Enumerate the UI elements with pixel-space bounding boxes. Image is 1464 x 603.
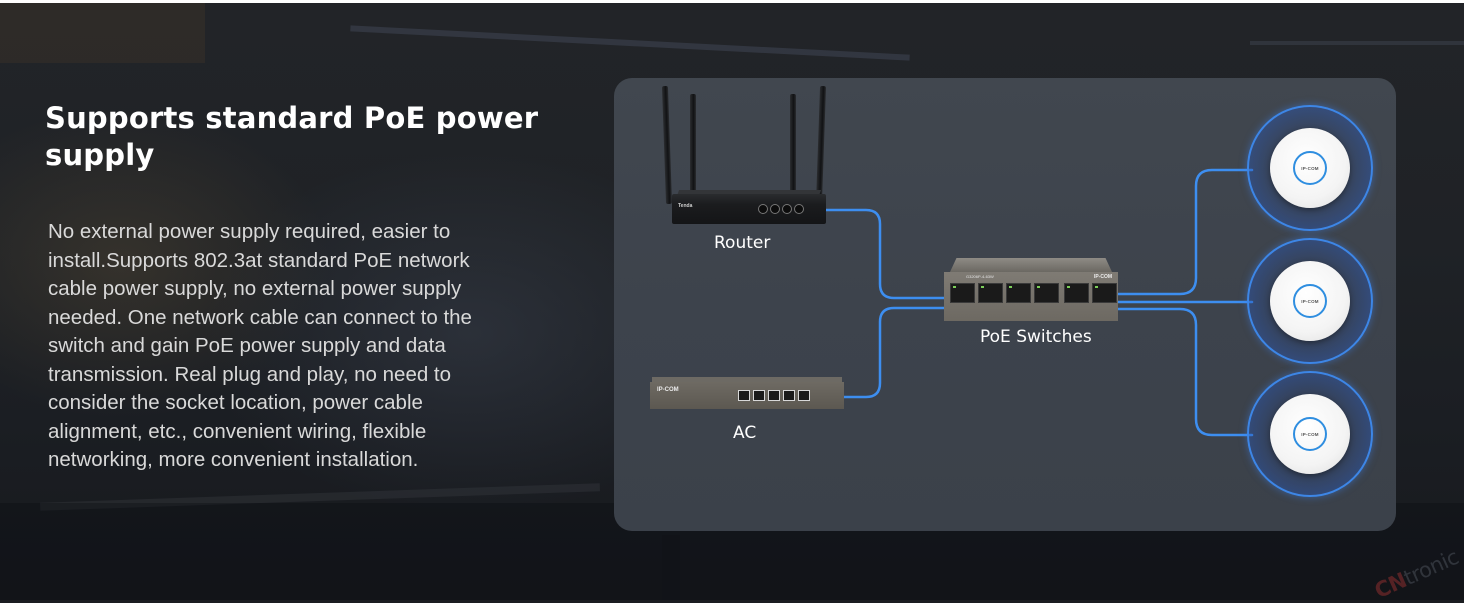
switch-port: [1064, 283, 1089, 303]
access-point-brand: IP-COM: [1301, 298, 1319, 304]
router-antenna: [690, 94, 696, 198]
switch-port: [1092, 283, 1117, 303]
router-body: Tenda: [672, 194, 826, 224]
poe-switch-label: PoE Switches: [980, 327, 1092, 347]
poe-switch-device: G3206P-4-63W IP-COM: [944, 258, 1118, 321]
access-point-brand: IP-COM: [1301, 165, 1319, 171]
access-point-disc: IP-COM: [1270, 128, 1350, 208]
ac-top: [652, 377, 842, 382]
feature-description: No external power supply required, easie…: [48, 220, 472, 471]
switch-top: [950, 258, 1112, 272]
ac-port: [798, 390, 810, 401]
switch-port: [978, 283, 1003, 303]
switch-front: G3206P-4-63W IP-COM: [944, 272, 1118, 321]
router-device: Tenda: [661, 85, 830, 228]
ac-port: [783, 390, 795, 401]
access-point-logo-ring: IP-COM: [1293, 151, 1327, 185]
background-ceiling-light: [350, 25, 910, 61]
switch-model: G3206P-4-63W: [966, 274, 994, 279]
router-port: [794, 204, 804, 214]
ac-label: AC: [733, 423, 757, 443]
top-border: [0, 0, 1464, 3]
access-point-disc: IP-COM: [1270, 394, 1350, 474]
switch-brand: IP-COM: [1093, 274, 1112, 280]
switch-port: [1006, 283, 1031, 303]
ac-controller-device: IP-COM: [650, 377, 844, 409]
ac-port: [768, 390, 780, 401]
background-table-leg: [662, 535, 680, 600]
switch-port: [950, 283, 975, 303]
ac-port: [753, 390, 765, 401]
router-antenna: [815, 85, 827, 205]
switch-port: [1034, 283, 1059, 303]
access-point-2: IP-COM: [1247, 238, 1373, 364]
ac-front: IP-COM: [650, 382, 844, 409]
background-ceiling-light: [1250, 41, 1464, 45]
ac-port: [738, 390, 750, 401]
router-port: [770, 204, 780, 214]
router-antenna: [790, 94, 796, 198]
background-wall: [0, 3, 205, 63]
router-port: [758, 204, 768, 214]
access-point-logo-ring: IP-COM: [1293, 417, 1327, 451]
access-point-logo-ring: IP-COM: [1293, 284, 1327, 318]
router-label: Router: [714, 233, 771, 253]
access-point-1: IP-COM: [1247, 105, 1373, 231]
access-point-brand: IP-COM: [1301, 431, 1319, 437]
feature-headline: Supports standard PoE power supply: [45, 101, 539, 172]
access-point-disc: IP-COM: [1270, 261, 1350, 341]
access-point-3: IP-COM: [1247, 371, 1373, 497]
router-brand: Tenda: [678, 203, 693, 209]
ac-brand: IP-COM: [657, 387, 679, 393]
router-port: [782, 204, 792, 214]
